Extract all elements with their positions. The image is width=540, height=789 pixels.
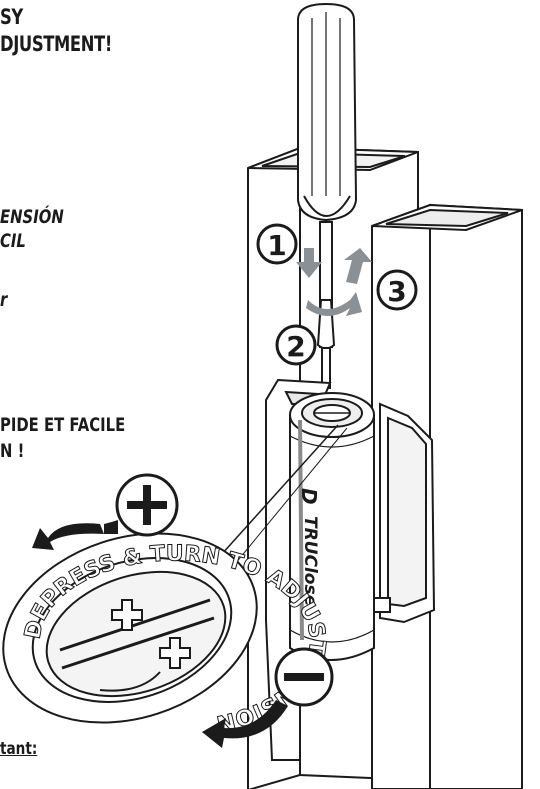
up-arrow-icon [344, 248, 372, 284]
step-1: 1 [256, 223, 298, 265]
headline-english: SY DJUSTMENT! [0, 4, 112, 58]
brand-name: TRUClose [300, 516, 320, 606]
dial-plus-icon-2 [159, 637, 191, 669]
svg-text:2: 2 [286, 330, 305, 363]
spanish-line-1: ENSIÓN [0, 206, 64, 228]
spanish-fragment: r [0, 289, 8, 311]
clockwise-arrow-icon [202, 700, 288, 748]
rotate-arrow-icon [306, 292, 362, 316]
step-3: 3 [376, 269, 418, 311]
headline-line-2: DJUSTMENT! [0, 32, 112, 56]
dial-plus-icon [111, 599, 143, 631]
step-markers: 1 2 3 [256, 223, 418, 366]
headline-french: PIDE ET FACILE N ! [0, 412, 125, 464]
important-note-label: tant: [0, 739, 38, 759]
spanish-line-2: CIL [0, 230, 26, 252]
hinge-cylinder [289, 392, 375, 661]
brand-logo: D TRUClose [297, 488, 321, 606]
svg-text:D: D [297, 488, 321, 505]
step-2: 2 [275, 324, 317, 366]
down-arrow-icon [296, 248, 322, 278]
minus-indicator [202, 647, 334, 748]
french-line-2: N ! [0, 440, 25, 462]
motion-arrows [296, 248, 372, 316]
french-line-1: PIDE ET FACILE [0, 414, 126, 436]
headline-line-1: SY [0, 5, 23, 29]
svg-text:3: 3 [387, 275, 406, 308]
plus-indicator [32, 473, 179, 550]
counterclockwise-arrow-icon [32, 523, 104, 550]
tension-dial [2, 532, 258, 724]
headline-spanish: ENSIÓN CIL [0, 205, 64, 253]
hinge-flange-right [371, 402, 436, 624]
svg-text:1: 1 [267, 229, 286, 262]
